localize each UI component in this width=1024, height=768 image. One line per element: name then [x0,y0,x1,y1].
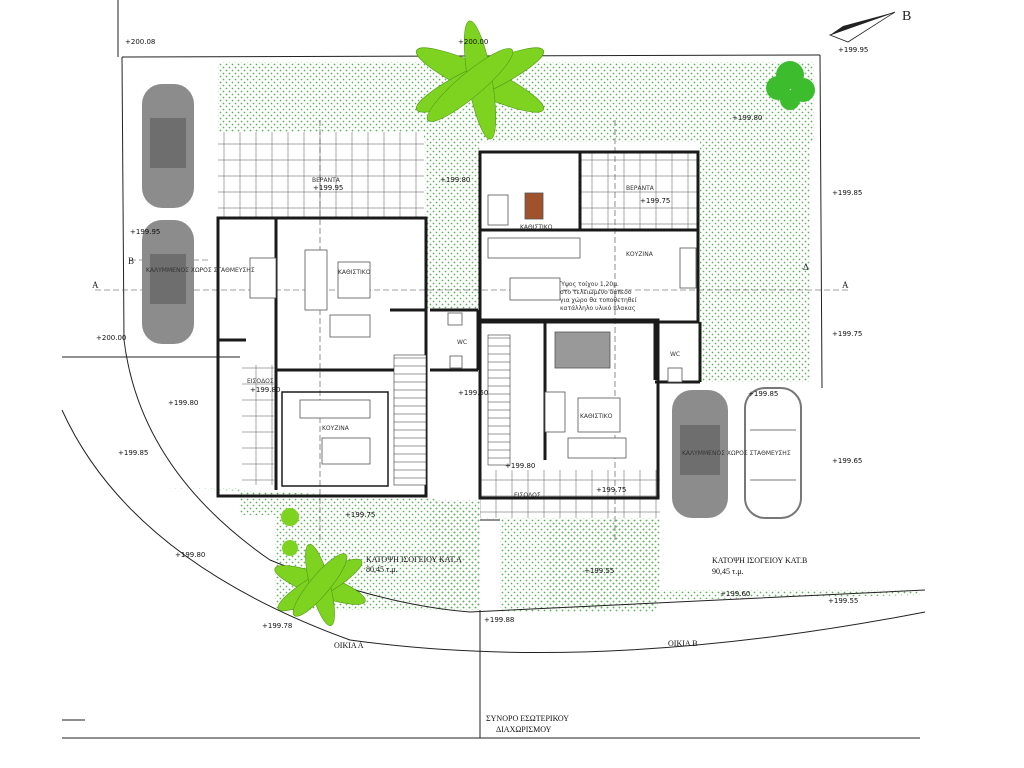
note-line-1: Ύψος τοίχου 1,20μ. [559,281,619,288]
level-left-1: +199.95 [130,228,160,236]
note-line-2: στο τελειωμένο δάπεδο [560,289,632,296]
house-b-title: ΚΑΤΟΨΗ ΙΣΟΓΕΙΟΥ ΚΑΤ.Β [712,556,807,565]
wc-basin-a [447,312,463,326]
room-wc-b: WC [670,351,680,358]
level-entry-a: +199.80 [250,386,280,394]
level-drive-a: +199.80 [168,399,198,407]
section-d-right: Δ [803,262,809,272]
note-line-3: για χώρο θα τοποθετηθεί [560,297,637,304]
room-wc-a: WC [457,339,467,346]
site-lines [61,0,926,739]
armchair-b [567,437,627,459]
bed-sofa-b [487,194,509,226]
compass: B [828,9,911,43]
tiled-areas [218,132,698,518]
sofa-b2 [544,391,566,433]
boundary-line-1: ΣΥΝΟΡΟ ΕΣΩΤΕΡΙΚΟΥ [486,714,569,723]
dining-table-a [249,257,277,299]
street-label-b: ΟΙΚΙΑ Β [668,639,698,648]
room-veranda-a: ΒΕΡΑΝΤΑ [312,177,341,184]
compass-letter: B [902,9,911,24]
level-left-2: +200.00 [96,334,126,342]
room-entry-b: ΕΙΣΟΔΟΣ [514,492,541,499]
shrub-top-right [766,61,815,110]
cars [142,84,802,519]
level-entry-b: +199.80 [505,462,535,470]
level-front-b2: +199.55 [828,597,858,605]
level-entry-b2: +199.75 [596,486,626,494]
level-top-left: +200.08 [125,38,155,46]
level-right-2: +199.85 [832,189,862,197]
house-a-area: 80,45 τ.μ. [366,565,398,574]
level-veranda-a: +199.95 [313,184,343,192]
car-4 [744,387,802,519]
level-veranda-a2: +199.80 [440,176,470,184]
level-veranda-b: +199.75 [640,197,670,205]
note-line-4: κατάλληλο υλικό πλακας [560,305,635,312]
house-a-title: ΚΑΤΟΨΗ ΙΣΟΓΕΙΟΥ ΚΑΤ.Α [366,555,462,564]
level-top-right: +199.95 [838,46,868,54]
fireplace-b [524,192,544,220]
room-veranda-b: ΒΕΡΑΝΤΑ [626,185,655,192]
level-front-a: +199.78 [262,622,292,630]
coffee-table-b [577,397,621,433]
level-top-center: +200.00 [458,38,488,46]
kitchen-island-a [321,437,371,465]
furniture [249,192,697,465]
section-marks: A A B Δ [92,256,849,290]
room-kitchen-a: ΚΟΥΖΙΝΑ [322,425,350,432]
level-drive-a3: +199.80 [175,551,205,559]
section-a-right: A [842,280,849,290]
level-yard-b: +199.55 [584,567,614,575]
armchair-a [329,314,371,338]
level-right-1: +199.80 [732,114,762,122]
level-carport-b: +199.85 [748,390,778,398]
level-markers: +200.08 +200.00 +199.95 +199.80 +199.85 … [96,38,868,630]
dining-table-b [554,331,611,369]
sofa-b [487,237,581,259]
palm-tree-bottom [274,544,366,626]
wc-toilet-a [449,355,463,369]
wall-note: Ύψος τοίχου 1,20μ. στο τελειωμένο δάπεδο… [559,281,637,312]
kitchen-counter-a [299,399,371,419]
room-labels: ΒΕΡΑΝΤΑ ΚΑΘΙΣΤΙΚΟ ΚΟΥΖΙΝΑ ΕΙΣΟΔΟΣ WC ΚΑΛ… [146,177,791,499]
level-front-b: +199.60 [720,590,750,598]
car-2 [142,220,194,344]
room-living-a: ΚΑΘΙΣΤΙΚΟ [338,269,371,276]
plants [274,20,815,626]
coffee-table-a [337,261,371,299]
section-b-left: B [128,256,134,266]
stairs [393,334,511,486]
palm-tree-top [415,20,545,140]
level-front-mid: +199.88 [484,616,514,624]
room-entry-a: ΕΙΣΟΔΟΣ [247,378,274,385]
boundary-line-2: ΔΙΑΧΩΡΙΣΜΟΥ [496,725,552,734]
wc-toilet-b [667,367,683,383]
plan-titles: ΚΑΤΟΨΗ ΙΣΟΓΕΙΟΥ ΚΑΤ.Α 80,45 τ.μ. ΚΑΤΟΨΗ … [334,555,807,734]
level-yard-a: +199.75 [345,511,375,519]
level-right-4: +199.65 [832,457,862,465]
sofa-a [304,249,328,311]
counter-b [509,277,561,301]
kitchen-sink-b [679,247,697,289]
level-right-3: +199.75 [832,330,862,338]
room-living-b: ΚΑΘΙΣΤΙΚΟ [580,413,613,420]
walls [216,150,702,500]
street-label-a: ΟΙΚΙΑ Α [334,641,364,650]
car-3 [672,390,728,518]
car-1 [142,84,194,208]
room-parking-b: ΚΑΛΥΜΜΕΝΟΣ ΧΩΡΟΣ ΣΤΑΘΜΕΥΣΗΣ [682,450,791,457]
level-mid-right: +199.50 [458,389,488,397]
room-kitchen-b: ΚΟΥΖΙΝΑ [626,251,654,258]
section-a-left: A [92,280,99,290]
room-parking-a: ΚΑΛΥΜΜΕΝΟΣ ΧΩΡΟΣ ΣΤΑΘΜΕΥΣΗΣ [146,267,255,274]
shrub-small [281,508,299,556]
level-drive-a2: +199.85 [118,449,148,457]
room-living-b-top: ΚΑΘΙΣΤΙΚΟ [520,224,553,231]
house-b-area: 90,45 τ.μ. [712,567,744,576]
